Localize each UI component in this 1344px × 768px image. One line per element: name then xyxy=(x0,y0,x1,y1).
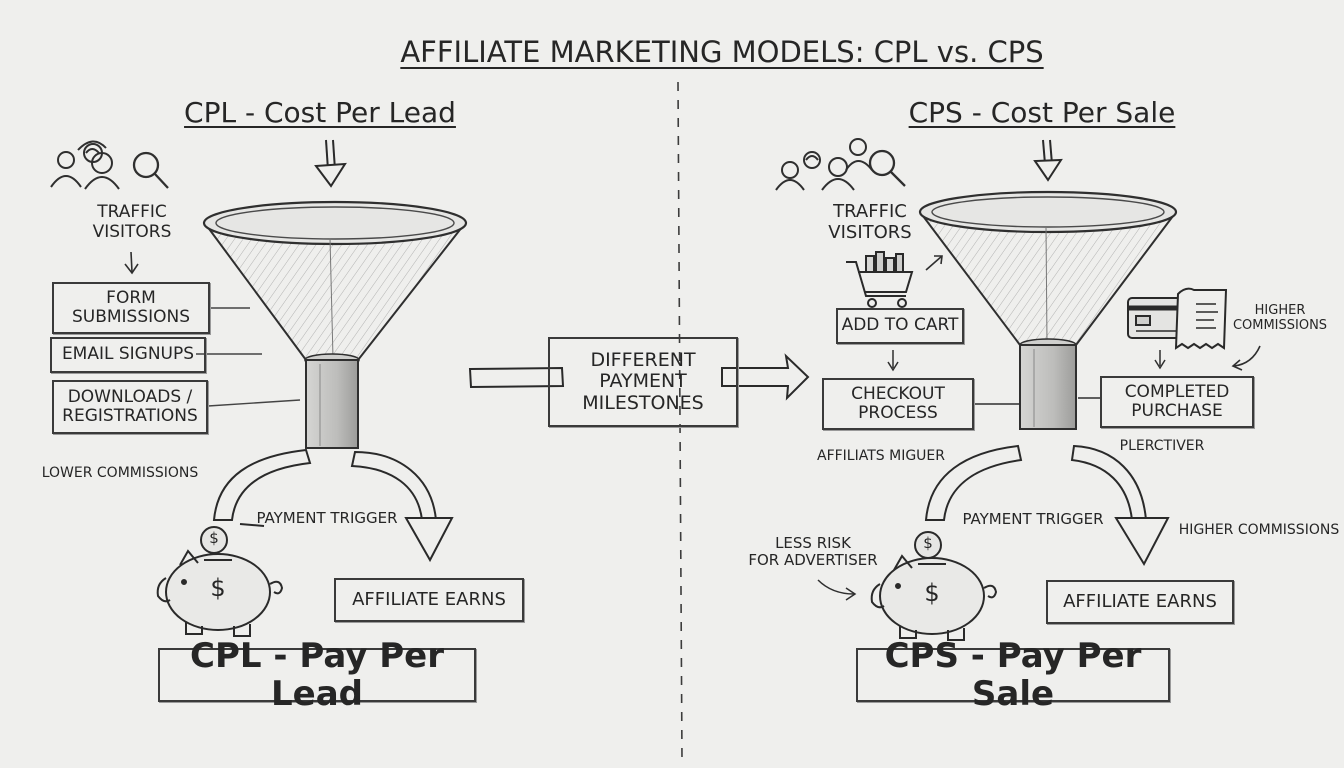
cpl-footer-label: CPL - Pay Per Lead xyxy=(190,635,444,714)
cpl-funnel xyxy=(202,200,468,449)
cpl-step-label: FORM SUBMISSIONS xyxy=(71,287,191,327)
cpl-traffic-arrow-icon xyxy=(124,251,139,275)
center-milestones-label: DIFFERENT PAYMENT MILESTONES xyxy=(582,349,704,414)
cps-affiliate-earns: AFFILIATE EARNS xyxy=(1046,580,1234,624)
cps-piggy-bank-icon xyxy=(870,531,998,641)
cps-completed-purchase-label: COMPLETED PURCHASE xyxy=(1124,381,1230,421)
cpl-footer: CPL - Pay Per Lead xyxy=(158,637,476,713)
cps-checkout-process: CHECKOUT PROCESS xyxy=(822,378,974,430)
cpl-right-curve-arrow xyxy=(350,450,454,563)
cps-add-to-cart: ADD TO CART xyxy=(836,308,964,344)
cpl-heading: CPL - Cost Per Lead xyxy=(184,96,456,129)
cps-piggy-dollar: $ xyxy=(924,579,940,607)
cps-heading-arrow-icon xyxy=(1033,139,1063,182)
receipt-icon xyxy=(1174,287,1228,350)
cpl-audience-icon xyxy=(50,140,120,190)
cpl-step-downloads-registrations: DOWNLOADS / REGISTRATIONS xyxy=(52,380,208,434)
cps-less-risk: LESS RISK FOR ADVERTISER xyxy=(748,534,878,570)
cart-to-funnel-arrow-icon xyxy=(925,255,943,271)
shopping-cart-icon xyxy=(846,251,914,308)
cpl-step-connectors xyxy=(196,307,301,407)
cpl-step-label: DOWNLOADS / REGISTRATIONS xyxy=(62,386,198,426)
cps-completed-purchase: COMPLETED PURCHASE xyxy=(1100,376,1254,428)
cpl-step-email-signups: EMAIL SIGNUPS xyxy=(50,337,206,373)
cpl-lower-commissions: LOWER COMMISSIONS xyxy=(41,465,199,481)
cpl-coin-symbol: $ xyxy=(209,529,219,547)
center-arrow-left-shaft xyxy=(468,366,565,389)
cpl-affiliate-earns-label: AFFILIATE EARNS xyxy=(352,588,506,610)
cps-search-icon xyxy=(868,149,906,187)
cpl-step-form-submissions: FORM SUBMISSIONS xyxy=(52,282,210,334)
cpl-affiliate-earns: AFFILIATE EARNS xyxy=(334,578,524,622)
page-title: AFFILIATE MARKETING MODELS: CPL vs. CPS xyxy=(400,35,1044,69)
cps-checkout-label: CHECKOUT PROCESS xyxy=(851,383,945,423)
cps-affiliate-note: AFFILIATS MIGUER xyxy=(817,448,945,464)
cps-footer-label: CPS - Pay Per Sale xyxy=(884,635,1142,714)
cpl-piggy-dollar: $ xyxy=(210,574,226,602)
cpl-traffic-label: TRAFFIC VISITORS xyxy=(92,202,172,242)
cps-right-curve-arrow xyxy=(1070,444,1170,567)
cps-step-connectors xyxy=(887,350,1166,405)
cps-add-to-cart-label: ADD TO CART xyxy=(841,315,959,336)
cps-left-curve-arrow xyxy=(924,444,1023,521)
less-risk-pointer-icon xyxy=(817,579,857,601)
cps-audience-icon xyxy=(775,138,873,191)
cpl-search-icon xyxy=(132,151,169,189)
center-milestones-box: DIFFERENT PAYMENT MILESTONES xyxy=(548,337,738,427)
cpl-step-label: EMAIL SIGNUPS xyxy=(61,344,195,365)
center-arrow-right xyxy=(721,353,810,401)
cps-footer: CPS - Pay Per Sale xyxy=(856,637,1170,713)
cps-higher-commissions-top: HIGHER COMMISSIONS xyxy=(1232,303,1328,333)
cpl-payment-trigger: PAYMENT TRIGGER xyxy=(256,509,398,527)
center-divider xyxy=(677,81,683,761)
cpl-piggy-bank-icon xyxy=(156,526,284,637)
cpl-heading-arrow-icon xyxy=(314,139,347,188)
cpl-left-curve-arrow xyxy=(212,448,312,527)
cps-higher-commissions: HIGHER COMMISSIONS xyxy=(1178,522,1340,538)
cps-affiliate-earns-label: AFFILIATE EARNS xyxy=(1063,590,1217,612)
cps-plerctiver: PLERCTIVER xyxy=(1119,438,1205,454)
higher-commissions-pointer-icon xyxy=(1231,345,1261,371)
cps-heading: CPS - Cost Per Sale xyxy=(908,96,1176,129)
cps-coin-symbol: $ xyxy=(923,534,933,552)
cps-payment-trigger: PAYMENT TRIGGER xyxy=(962,510,1104,528)
cps-traffic-label: TRAFFIC VISITORS xyxy=(828,201,912,243)
cps-funnel xyxy=(918,190,1178,430)
